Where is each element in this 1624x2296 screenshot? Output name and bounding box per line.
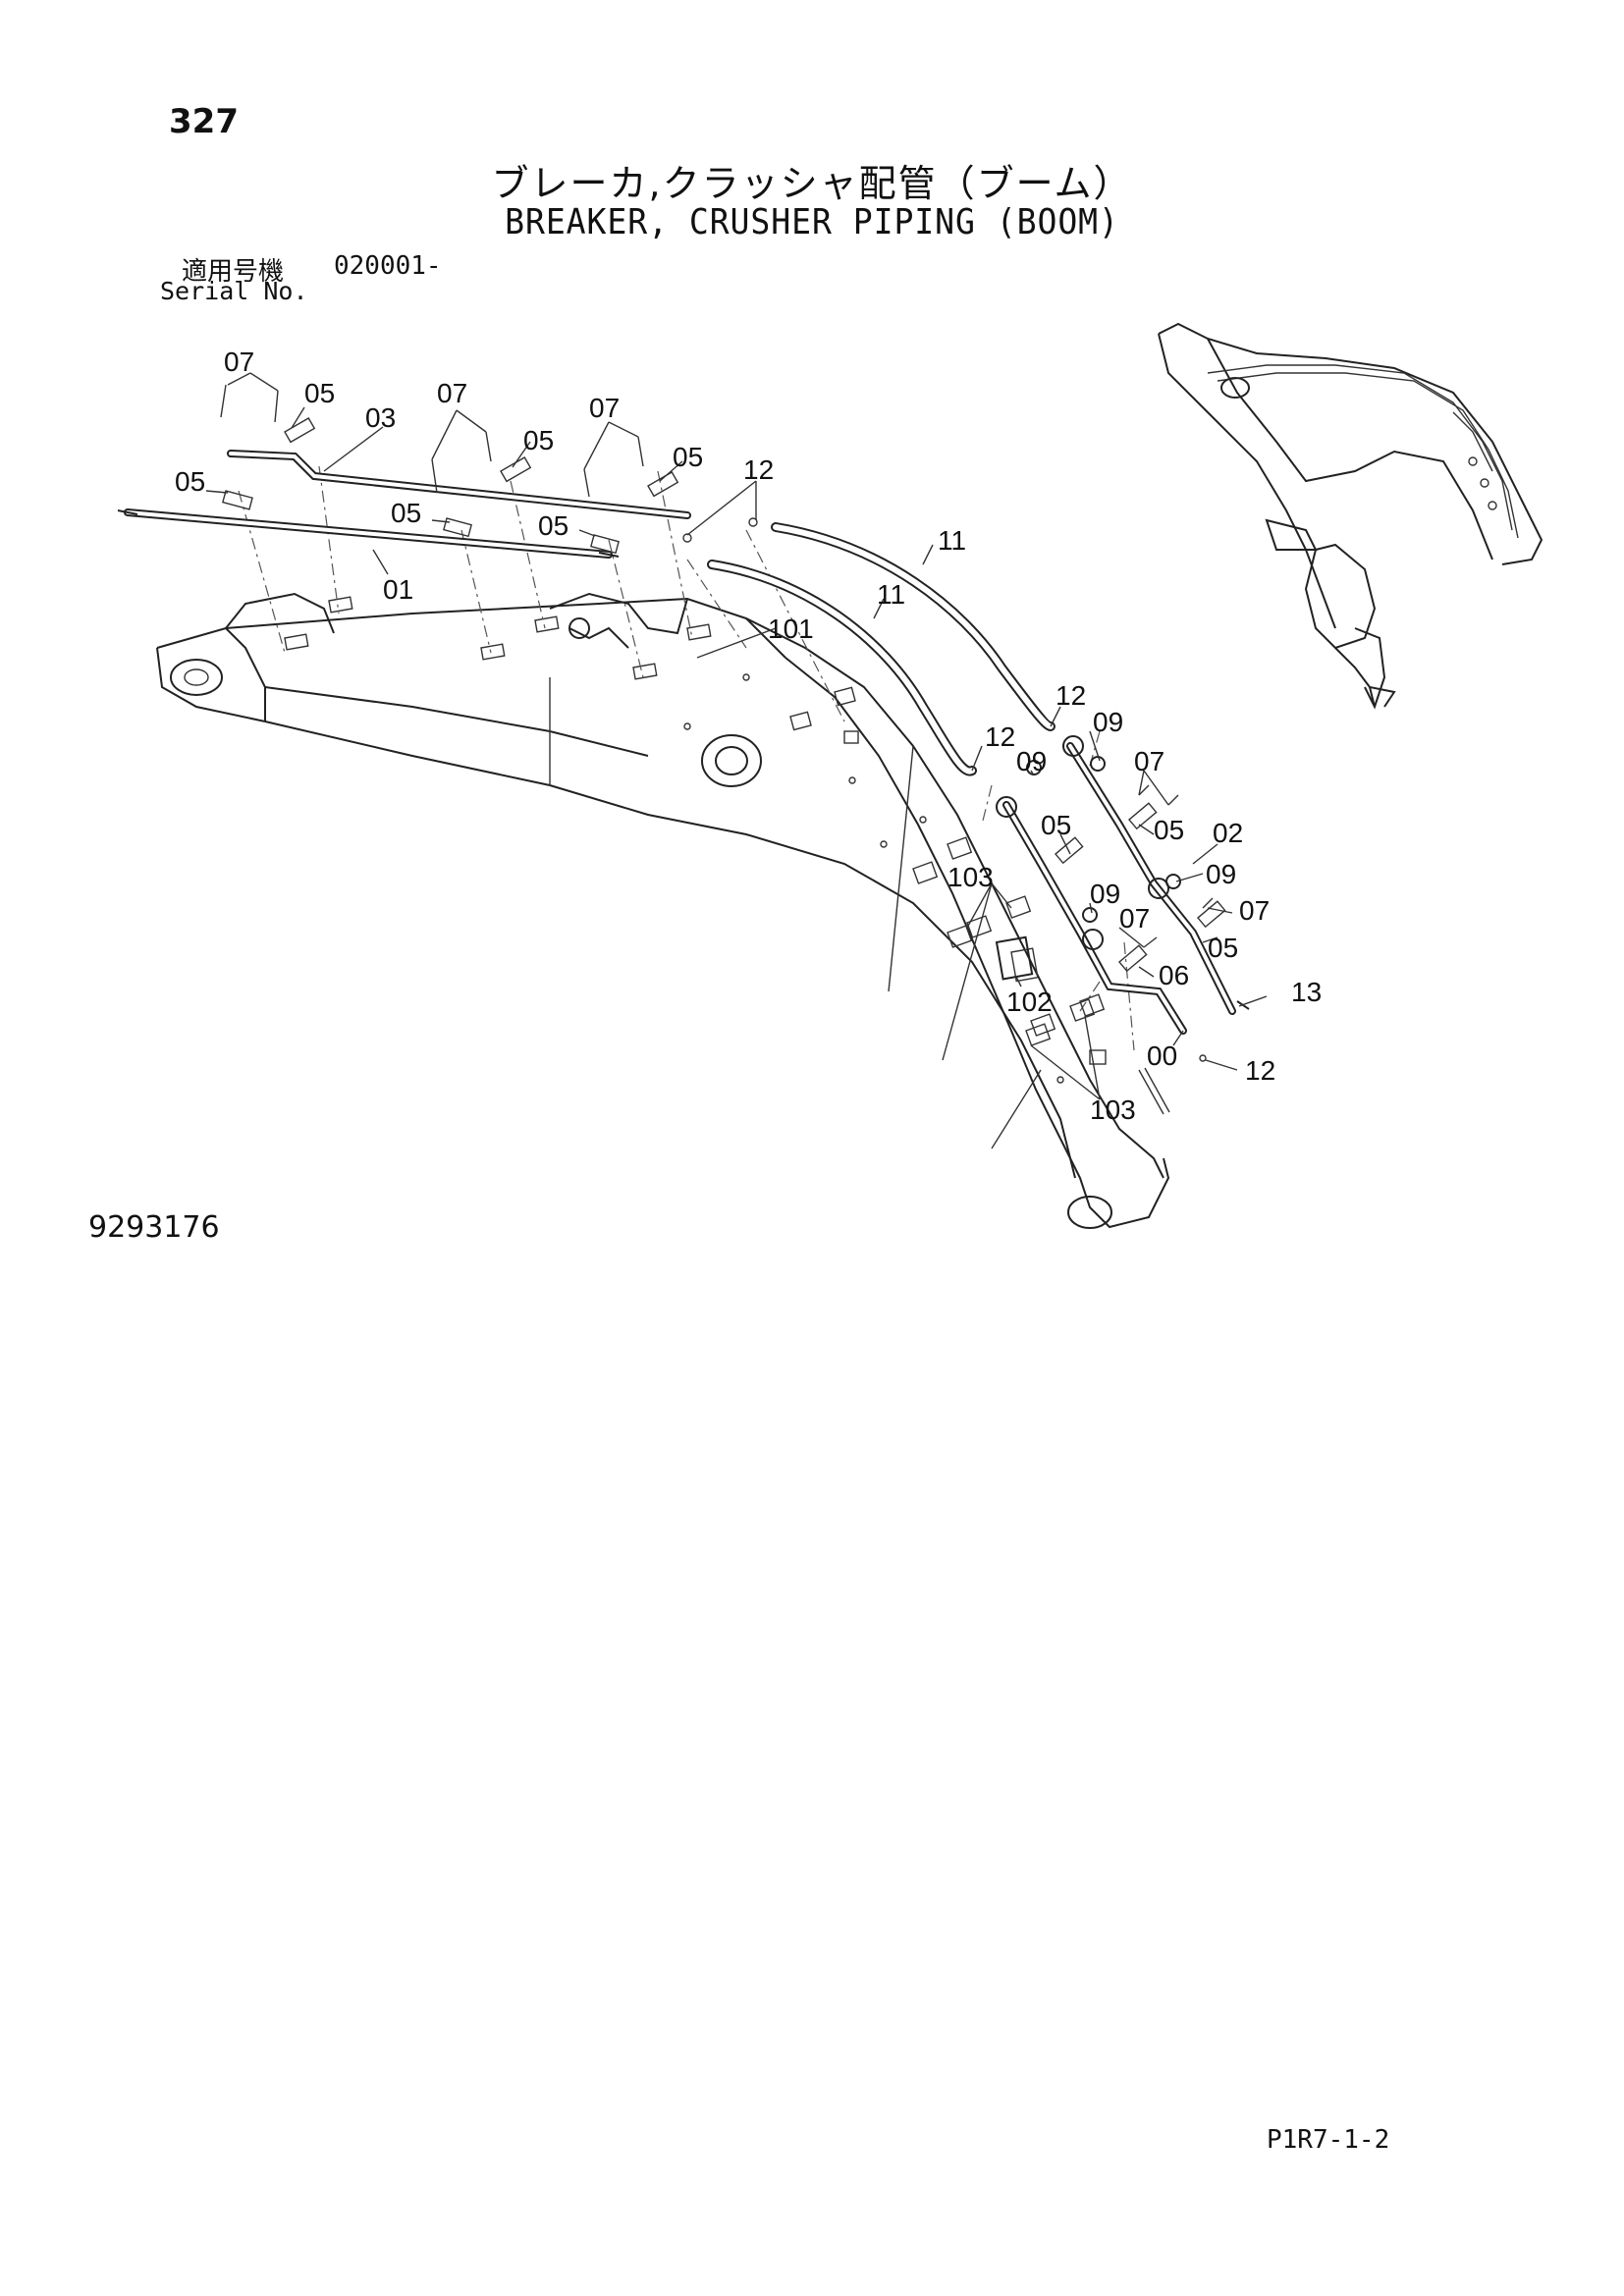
callout-13: 13 (1291, 977, 1322, 1007)
page-code: P1R7-1-2 (1267, 2125, 1390, 2155)
callout-07-d: 07 (1134, 746, 1164, 776)
pipe-02 (1066, 742, 1236, 1015)
callout-12-c: 12 (985, 721, 1015, 752)
callout-103-b: 103 (1090, 1095, 1136, 1125)
hose-11-upper (771, 522, 1056, 731)
serial-number: 020001- (334, 251, 442, 281)
callout-07-e: 07 (1239, 895, 1270, 926)
callout-09-d: 09 (1090, 879, 1120, 909)
callout-102: 102 (1006, 987, 1053, 1017)
page-number: 327 (169, 102, 239, 141)
callout-05-i: 05 (1208, 933, 1238, 963)
callout-07-a: 07 (224, 347, 254, 377)
callout-07-c: 07 (589, 393, 620, 423)
inset-machine-view (1158, 322, 1543, 710)
callout-05-b: 05 (523, 425, 554, 455)
boom-piping-diagram: 07 05 03 07 05 07 05 12 05 05 05 01 11 1… (117, 322, 1543, 1229)
pipe-00 (1002, 801, 1187, 1035)
callout-05-f: 05 (538, 510, 568, 541)
callout-12-d: 12 (1245, 1055, 1275, 1086)
brackets-102-103 (966, 895, 1106, 1046)
pipe-03 (227, 450, 691, 519)
callout-05-e: 05 (391, 498, 421, 528)
callout-05-a: 05 (304, 378, 335, 408)
clamps-and-bolts (220, 384, 1226, 973)
title-english: BREAKER, CRUSHER PIPING (BOOM) (505, 202, 1119, 242)
callout-12-a: 12 (743, 454, 774, 485)
callout-02: 02 (1213, 818, 1243, 848)
callout-09-c: 09 (1206, 859, 1236, 889)
callout-05-g: 05 (1041, 810, 1071, 840)
pipe-01 (117, 508, 620, 559)
hose-11-lower (707, 560, 977, 776)
callout-05-h: 05 (1154, 815, 1184, 845)
callout-11-a: 11 (938, 525, 966, 556)
drawing-number: 9293176 (88, 1210, 220, 1245)
assembly-centerlines (238, 465, 1135, 1051)
callout-06: 06 (1159, 960, 1189, 990)
callout-00: 00 (1147, 1041, 1177, 1071)
callout-05-c: 05 (673, 442, 703, 472)
callout-01: 01 (383, 574, 413, 605)
callout-07-b: 07 (437, 378, 467, 408)
serial-label-japanese: 適用号機 (182, 257, 285, 287)
leader-lines (205, 372, 1268, 1100)
boom-structure (156, 592, 1170, 1229)
serial-label-english: Serial No. (160, 277, 308, 305)
title-japanese: ブレーカ,クラッシャ配管（ブーム） (491, 162, 1133, 205)
callout-labels: 07 05 03 07 05 07 05 12 05 05 05 01 11 1… (175, 347, 1322, 1125)
callout-09-a: 09 (1093, 707, 1123, 737)
callout-07-f: 07 (1119, 903, 1150, 934)
callout-103-a: 103 (947, 862, 994, 892)
callout-101: 101 (768, 614, 814, 644)
callout-09-b: 09 (1016, 746, 1047, 776)
callout-11-b: 11 (877, 579, 905, 610)
callout-05-d: 05 (175, 466, 205, 497)
callout-12-b: 12 (1056, 680, 1086, 711)
callout-03: 03 (365, 402, 396, 433)
